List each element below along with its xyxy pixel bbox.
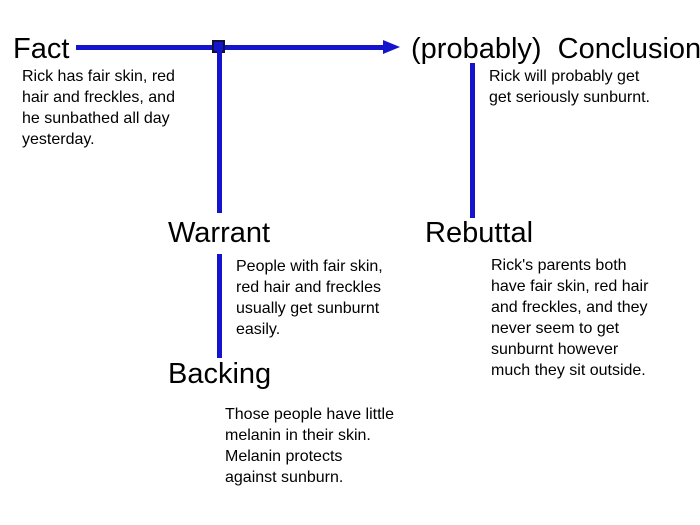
rebuttal-body-text: Rick's parents both have fair skin, red … bbox=[491, 257, 649, 379]
warrant-body-text: People with fair skin, red hair and frec… bbox=[236, 258, 383, 338]
fact-heading: Fact bbox=[13, 33, 70, 65]
rebuttal-heading: Rebuttal bbox=[425, 217, 534, 249]
backing-body-text: Those people have little melanin in thei… bbox=[225, 406, 394, 486]
arrowhead-icon bbox=[383, 40, 400, 54]
conclusion-to-rebuttal-connector bbox=[470, 63, 475, 218]
warrant-heading: Warrant bbox=[168, 217, 271, 249]
fact-body-text: Rick has fair skin, red hair and freckle… bbox=[22, 68, 175, 148]
backing-heading: Backing bbox=[168, 358, 272, 390]
junction-to-warrant-connector bbox=[217, 47, 222, 213]
fact-to-conclusion-arrow-line bbox=[76, 45, 384, 50]
conclusion-heading: (probably) Conclusion bbox=[411, 33, 700, 65]
warrant-to-backing-connector bbox=[217, 254, 222, 358]
conclusion-body-text: Rick will probably get get seriously sun… bbox=[489, 68, 650, 106]
